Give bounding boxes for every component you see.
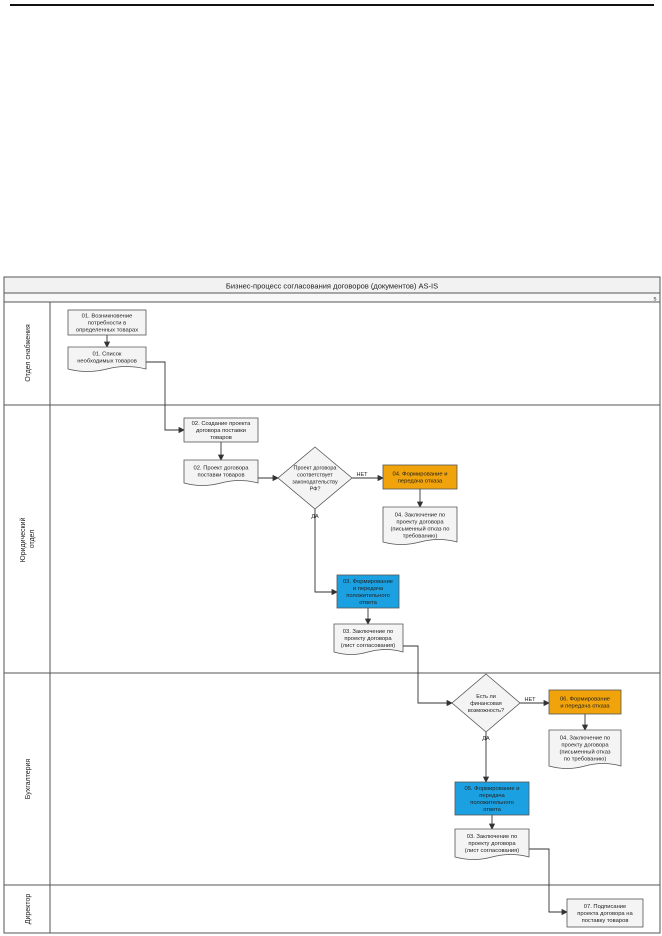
d02-label-line: 02. Проект договора — [194, 466, 250, 472]
n04a-label-line: 04. Формирование и — [393, 472, 448, 478]
d04a-label-line: проекту договора — [396, 520, 444, 526]
n05-label-line: положительного — [470, 800, 514, 806]
phase-bar — [3, 292, 661, 303]
n05-label-line: передача — [479, 793, 505, 799]
d04a-label-line: 04. Заключение по — [395, 513, 445, 519]
d04b-label-line: 04. Заключение по — [560, 736, 610, 742]
d03b-label-line: проекту договора — [468, 841, 516, 847]
diagram-title: Бизнес-процесс согласования договоров (д… — [226, 282, 438, 291]
n03-label-line: положительного — [346, 593, 390, 599]
label-no-2: НЕТ — [525, 697, 537, 703]
n06-label-line: 06. Формирование — [560, 697, 610, 703]
n05-label-line: ответа — [483, 807, 501, 813]
d04b-label-line: проекту договора — [561, 743, 609, 749]
header-mark: s — [654, 297, 657, 303]
label-no-1: НЕТ — [357, 472, 369, 478]
edge-doc03b-to-07 — [529, 848, 568, 916]
lane-label-supply: Отдел снабжения — [24, 324, 32, 382]
lane-label-legal: Юридический отдел — [19, 516, 36, 563]
d02-label-line: поставки товаров — [197, 473, 244, 479]
d04a-label-line: (письменный отказ по — [390, 526, 449, 533]
d03b-label-line: (лист согласования) — [465, 848, 520, 854]
d03b-label-line: 03. Заключение по — [467, 834, 517, 840]
n03-label-line: ответа — [359, 600, 377, 606]
diagram-frame — [3, 276, 661, 934]
d03a-label-line: проекту договора — [344, 636, 392, 642]
label-yes-2: ДА — [482, 736, 490, 742]
d01-label-line: необходимых товаров — [77, 359, 137, 365]
d03a-label-line: 03. Заключение по — [343, 629, 393, 635]
q1-label-line: законодательству — [292, 480, 338, 486]
n01-label-line: 01. Возникновение — [82, 314, 133, 320]
connectors — [103, 335, 589, 916]
n01-label-line: потребности в — [88, 321, 127, 327]
edge-doc01-to-02 — [146, 361, 185, 434]
d03a-label-line: (лист согласования) — [341, 643, 396, 649]
q1-label-line: Проект договора — [294, 466, 338, 472]
q2-label-line: возможность? — [468, 708, 504, 714]
q2-label-line: Есть ли — [476, 694, 496, 700]
n07-label-line: 07. Подписание — [584, 904, 626, 910]
q2-label-line: финансовая — [470, 701, 502, 707]
q1-label-line: соответствует — [297, 473, 333, 479]
n03-label-line: 03. Формирование — [343, 579, 393, 585]
d04b-label-line: (письменный отказ — [559, 749, 610, 756]
n02-label-line: договора поставки — [196, 428, 246, 434]
lane-label-accounting: Бухгалтерия — [25, 759, 32, 800]
n03-label-line: и передача — [353, 586, 384, 592]
n04a-label-line: передача отказа — [398, 479, 443, 485]
n06-label-line: и передача отказа — [560, 704, 610, 710]
n02-label-line: 02. Создание проекта — [192, 421, 251, 427]
edge-q1-yes — [314, 509, 338, 596]
d04a-label-line: требованию) — [403, 534, 438, 540]
n07-label-line: проекта договора на — [577, 911, 633, 917]
n01-label-line: определенных товарах — [76, 328, 138, 334]
d01-label-line: 01. Список — [93, 352, 122, 358]
edge-doc03a-to-q2 — [403, 645, 453, 707]
n05-label-line: 05. Формирование и — [465, 786, 520, 792]
q1-label-line: РФ? — [310, 487, 321, 493]
n07-label-line: поставку товаров — [582, 918, 629, 924]
d04b-label-line: по требованию) — [564, 757, 607, 763]
lane-label-director: Директор — [25, 894, 32, 925]
n02-label-line: товаров — [210, 435, 232, 441]
page-top-rule — [10, 4, 654, 6]
label-yes-1: ДА — [311, 514, 319, 520]
